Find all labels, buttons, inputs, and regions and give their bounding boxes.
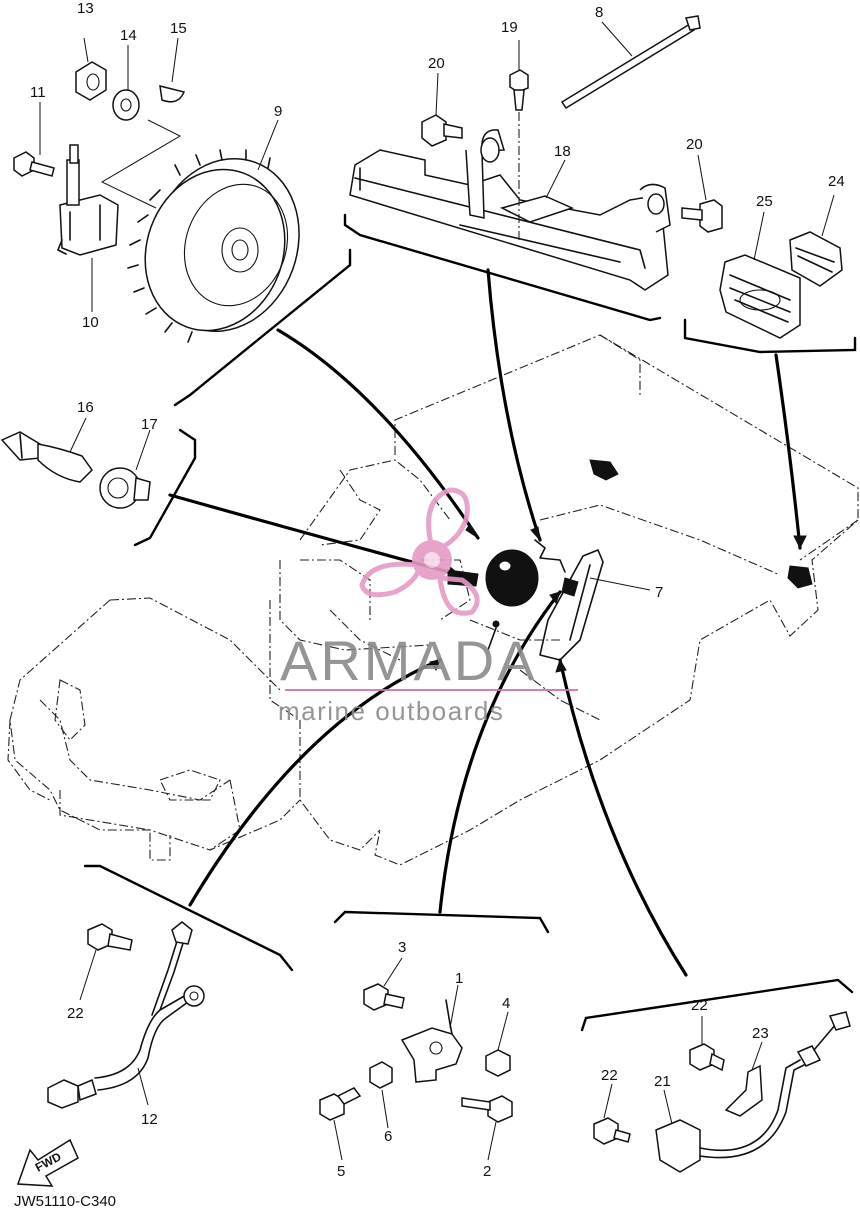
cable-tie-8 bbox=[560, 15, 701, 110]
flywheel-rotor bbox=[127, 149, 300, 343]
bolt-3 bbox=[363, 957, 405, 1011]
watermark-subtitle: marine outboards bbox=[278, 696, 504, 726]
label-23: 23 bbox=[752, 1025, 769, 1042]
bolt-22-upper-right bbox=[689, 1016, 725, 1072]
label-15: 15 bbox=[170, 20, 187, 37]
bracket-18 bbox=[349, 129, 671, 291]
bolt-22-lower-right bbox=[593, 1083, 631, 1145]
label-20b: 20 bbox=[686, 136, 703, 153]
label-19: 19 bbox=[501, 19, 518, 36]
group-leaders-top-left bbox=[83, 37, 279, 312]
callout-arrowheads bbox=[429, 523, 807, 673]
armada-watermark: ARMADA marine outboards bbox=[278, 487, 578, 726]
label-22-upper-right: 22 bbox=[691, 997, 708, 1014]
watermark-title: ARMADA bbox=[280, 629, 538, 692]
leader-18 bbox=[545, 159, 566, 199]
nut-13 bbox=[75, 61, 107, 101]
bolt-11 bbox=[13, 102, 55, 177]
label-6: 6 bbox=[384, 1128, 392, 1145]
label-13: 13 bbox=[77, 0, 94, 17]
label-11: 11 bbox=[30, 84, 46, 101]
bolt-20-left bbox=[421, 72, 463, 147]
label-17: 17 bbox=[141, 416, 158, 433]
figure-code: JW51110-C340 bbox=[14, 1193, 116, 1210]
vehicle-body-outline bbox=[7, 334, 859, 866]
bracket-23 bbox=[724, 1041, 763, 1117]
bolt-22-left bbox=[79, 923, 133, 1001]
wire-harness-12 bbox=[47, 921, 205, 1109]
label-7: 7 bbox=[655, 584, 663, 601]
label-25: 25 bbox=[756, 193, 773, 210]
label-3: 3 bbox=[398, 939, 406, 956]
bracket-1 bbox=[400, 984, 463, 1083]
label-21: 21 bbox=[654, 1073, 671, 1090]
nut-4 bbox=[485, 1011, 511, 1077]
label-5: 5 bbox=[337, 1163, 345, 1180]
label-14: 14 bbox=[120, 27, 137, 44]
leader-7 bbox=[589, 577, 651, 591]
bolt-5 bbox=[319, 1087, 362, 1161]
callout-brackets bbox=[83, 213, 857, 1032]
label-22-left: 22 bbox=[67, 1005, 84, 1022]
grommet-24 bbox=[789, 194, 843, 287]
grommet-25 bbox=[719, 211, 801, 339]
propeller-logo-icon bbox=[359, 487, 480, 616]
pickup-coil bbox=[57, 144, 119, 256]
sensor-16 bbox=[0, 417, 93, 483]
label-2: 2 bbox=[483, 1163, 491, 1180]
bolt-2 bbox=[461, 1095, 513, 1161]
grommet-17 bbox=[99, 429, 151, 509]
label-9: 9 bbox=[274, 103, 282, 120]
washer-14 bbox=[112, 89, 140, 121]
label-18: 18 bbox=[554, 143, 571, 160]
woodruff-key-15 bbox=[159, 85, 186, 103]
fwd-arrow-icon: FWD bbox=[16, 1138, 79, 1187]
label-20a: 20 bbox=[428, 55, 445, 72]
part-number-labels: 13 14 15 11 9 10 20 19 8 18 20 24 25 16 … bbox=[14, 0, 845, 1210]
label-12: 12 bbox=[141, 1111, 158, 1128]
label-24: 24 bbox=[828, 173, 845, 190]
label-4: 4 bbox=[502, 995, 510, 1012]
bolt-19 bbox=[509, 40, 529, 240]
callout-leaders bbox=[168, 268, 802, 977]
sensor-21 bbox=[655, 1011, 851, 1173]
label-16: 16 bbox=[77, 399, 94, 416]
bolt-20-right bbox=[681, 154, 723, 233]
nut-6 bbox=[369, 1061, 393, 1129]
label-1: 1 bbox=[455, 970, 463, 987]
label-22-lower-right: 22 bbox=[601, 1067, 618, 1084]
label-10: 10 bbox=[82, 314, 99, 331]
label-8: 8 bbox=[595, 4, 603, 21]
